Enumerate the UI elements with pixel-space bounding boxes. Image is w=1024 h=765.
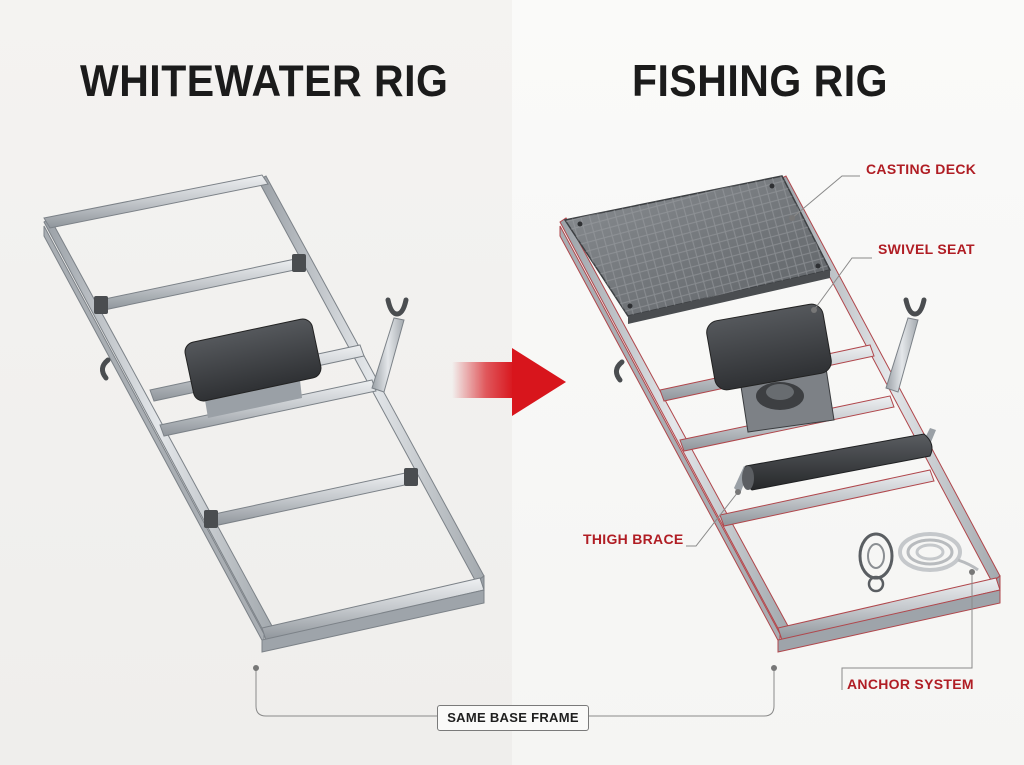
whitewater-seat: [184, 318, 322, 418]
callout-lines: [686, 175, 975, 690]
thigh-brace: [734, 428, 936, 494]
swivel-seat-label: SWIVEL SEAT: [878, 241, 975, 257]
thigh-brace-label: THIGH BRACE: [583, 531, 684, 547]
anchor-system: [858, 532, 979, 593]
swivel-seat: [706, 303, 835, 433]
whitewater-frame: [43, 174, 485, 653]
fishing-rig-title: FISHING RIG: [632, 56, 889, 106]
transition-arrow: [452, 348, 566, 416]
anchor-system-label: ANCHOR SYSTEM: [847, 676, 974, 692]
same-base-frame-label: SAME BASE FRAME: [437, 705, 589, 731]
fishing-rod-holder: [885, 297, 927, 393]
whitewater-rig-title: WHITEWATER RIG: [80, 56, 449, 106]
casting-deck-label: CASTING DECK: [866, 161, 977, 177]
fishing-frame: [559, 175, 1001, 653]
top-end-bar: [43, 174, 269, 229]
casting-deck: [563, 175, 832, 324]
base-frame-bracket: [253, 665, 777, 717]
whitewater-rod-holder: [371, 297, 409, 393]
